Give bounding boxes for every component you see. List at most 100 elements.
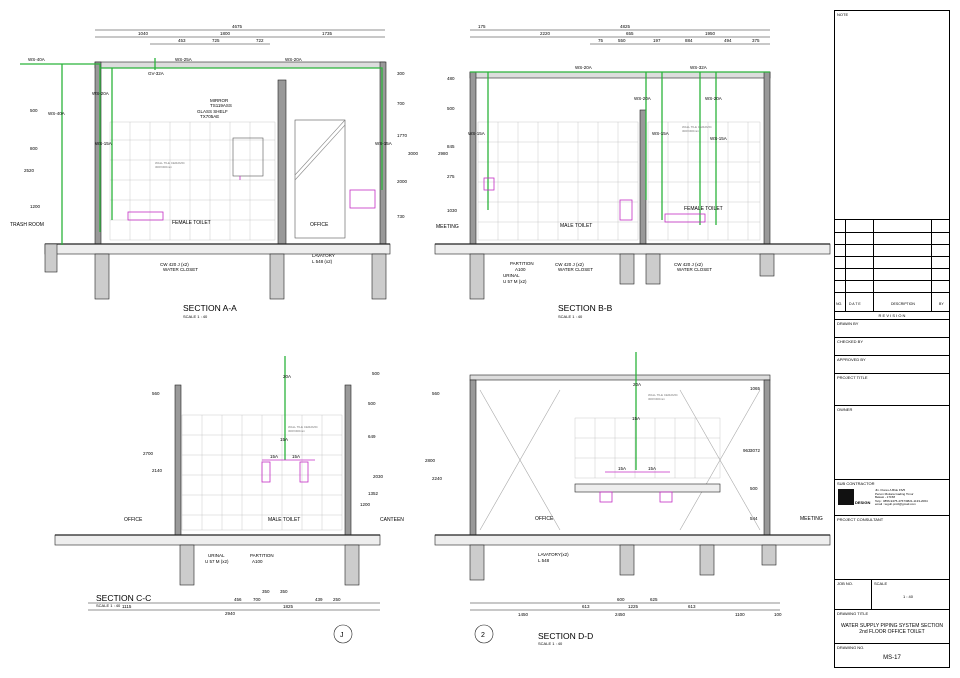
job-no-label: JOB NO. — [837, 581, 854, 586]
dim-c-overall: 2940 — [225, 611, 236, 616]
label-b-cw420j: CW 420 J (x2) — [555, 262, 584, 267]
company-addr2: Perum Mutiara Gading Timur — [875, 491, 914, 496]
label-c-urinal: URINAL — [208, 553, 225, 558]
owner-label: OWNER — [837, 407, 853, 412]
section-d-d — [434, 374, 831, 644]
dim-a-3: 1735 — [322, 31, 333, 36]
dim-c-side-2: 2700 — [143, 451, 154, 456]
label-b-ws15a: WS-15A — [468, 131, 485, 136]
label-a-ws40a: WS-40A — [28, 57, 45, 62]
label-a-ws15a-2: WS-15A — [375, 141, 392, 146]
drawing-title-label: DRAWING TITLE — [837, 611, 869, 616]
label-a-mirror: MIRROR — [210, 98, 229, 103]
sub-contractor-label: SUB CONTRACTOR — [837, 481, 875, 486]
dim-c-side-3: 2140 — [152, 468, 163, 473]
dim-d-side-1: 560 — [432, 391, 440, 396]
owner-cell: OWNER — [835, 405, 949, 479]
label-c-tile: WALL TILE CERAMIC — [288, 425, 319, 429]
dim-d-8: 613 — [688, 604, 696, 609]
dim-a-side-1: 500 — [30, 108, 38, 113]
dim-c-1: 1115 — [122, 604, 132, 609]
dim-c-3: 456 — [234, 597, 242, 602]
label-b-tile-size: 300X300mm — [682, 129, 700, 133]
dim-d-5: 613 — [582, 604, 590, 609]
rev-col-by: BY — [939, 302, 944, 306]
label-b-female-toilet: FEMALE TOILET — [684, 206, 723, 212]
label-c-15a-2: 15A — [270, 454, 278, 459]
dim-b-overall: 4825 — [620, 24, 631, 29]
company-addr3: Bekasi - 17158 — [875, 495, 896, 500]
scale-section-b-b: SCALE 1 : 40 — [558, 314, 583, 319]
label-b-a100: A100 — [515, 267, 526, 272]
label-c-partition: PARTITION — [250, 553, 274, 558]
dim-c-side-8: 1200 — [360, 502, 371, 507]
dim-a-4: 453 — [178, 38, 186, 43]
dim-c-side-4b: 500 — [368, 401, 376, 406]
dim-c-7: 439 — [315, 597, 323, 602]
label-d-15a-3: 15A — [648, 466, 656, 471]
dim-c-5: 350 — [262, 589, 270, 594]
label-a-tx705ae: TX705AE — [200, 114, 219, 119]
dim-b-side-1: 480 — [447, 76, 455, 81]
label-a-tile-size: 300X300mm — [155, 165, 173, 169]
label-a-ws20a-2: WS-20A — [285, 57, 302, 62]
label-b-water-closet: WATER CLOSET — [558, 267, 593, 272]
scale-value: 1 : 40 — [903, 594, 914, 599]
rev-col-no: NO. — [836, 302, 843, 306]
label-b-male-toilet: MALE TOILET — [560, 223, 592, 229]
dim-d-side-4: 1065 — [750, 386, 761, 391]
dim-c-side-1: 560 — [152, 391, 160, 396]
approved-by-label: APPROVED BY — [837, 357, 866, 362]
tile-grid-c — [181, 414, 343, 531]
label-b-ws20a-3: WS-20A — [705, 96, 722, 101]
dim-b-1: 175 — [478, 24, 486, 29]
revision-table: NO. D A T E DESCRIPTION BY — [835, 219, 949, 311]
label-a-ts119ass: TS119ASS — [210, 103, 232, 108]
section-b-b — [434, 29, 831, 300]
label-b-ws15a-3: WS-15A — [710, 136, 727, 141]
label-d-lavatory: LAVATORY(x2) — [538, 552, 569, 557]
dim-d-side-2: 2800 — [425, 458, 436, 463]
scale-label: SCALE — [874, 581, 888, 586]
dim-b-10: 375 — [752, 38, 760, 43]
company-addr: Jln. Flores A Blok FS/5 — [875, 488, 906, 492]
label-b-meeting: MEETING — [436, 224, 459, 230]
rev-col-description: DESCRIPTION — [891, 302, 915, 306]
fixtures-a-a — [127, 176, 376, 221]
dim-a-5: 725 — [212, 38, 220, 43]
label-d-20a: 20A — [633, 382, 641, 387]
dim-d-2: 2450 — [615, 612, 626, 617]
label-c-15a-3: 15A — [292, 454, 300, 459]
dim-a-side-10: 730 — [397, 214, 405, 219]
dim-c-8: 250 — [333, 597, 341, 602]
dim-d-6: 600 — [617, 597, 625, 602]
project-title-cell: PROJECT TITLE — [835, 373, 949, 405]
tile-grid-d — [574, 417, 721, 479]
label-c-male-toilet: MALE TOILET — [268, 517, 300, 523]
dim-d-side-7: 500 — [750, 486, 758, 491]
label-c-canteen: CANTEEN — [380, 517, 404, 523]
dim-b-side-2: 500 — [447, 106, 455, 111]
dim-b-3: 655 — [626, 31, 634, 36]
label-c-15a: 15A — [280, 437, 288, 442]
title-section-b-b: SECTION B-B — [558, 303, 613, 313]
title-section-a-a: SECTION A-A — [183, 303, 237, 313]
checked-by-label: CHECKED BY — [837, 339, 864, 344]
label-a-office: OFFICE — [310, 222, 329, 228]
label-a-gv32a: GV-32A — [148, 71, 164, 76]
dim-c-4: 700 — [253, 597, 261, 602]
label-b-ws20a-2: WS-20A — [634, 96, 651, 101]
company-tel: Telp : 0856-9475-4767/0821-1133-2064 — [875, 498, 928, 503]
dim-b-7: 197 — [653, 38, 661, 43]
dim-b-side-5: 275 — [447, 174, 455, 179]
label-b-cw420j-2: CW 420 J (x2) — [674, 262, 703, 267]
piping-a-a — [20, 58, 383, 245]
project-title-label: PROJECT TITLE — [837, 375, 868, 380]
label-a-glass-shelf: GLASS SHELF — [197, 109, 228, 114]
label-b-ws20a: WS-20A — [575, 65, 592, 70]
dim-a-side-9: 2000 — [397, 179, 408, 184]
label-a-ws20a: WS-20A — [92, 91, 109, 96]
drawing-title-cell: DRAWING TITLE WATER SUPPLY PIPING SYSTEM… — [835, 609, 949, 643]
label-a-ws15a: WS-15A — [95, 141, 112, 146]
sub-contractor-cell: SUB CONTRACTOR DESIGN Jln. Flores A Blok… — [835, 479, 949, 515]
